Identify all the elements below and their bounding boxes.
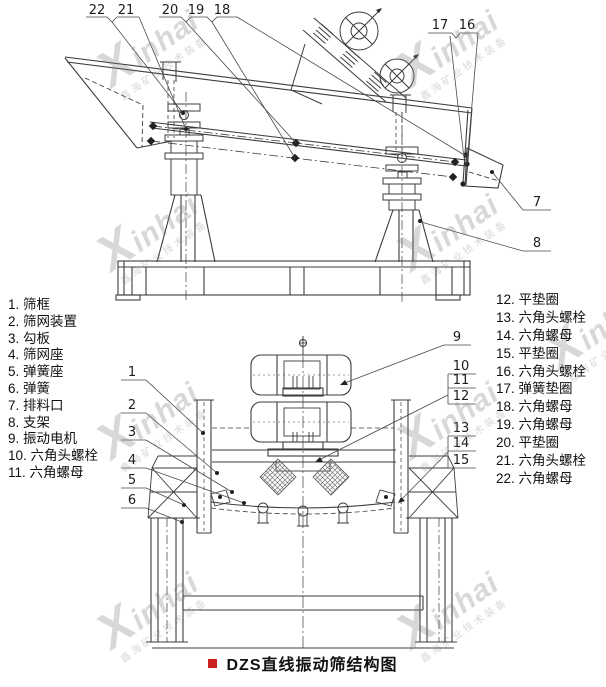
callout-22: 22 bbox=[89, 3, 106, 18]
callout-6: 6 bbox=[128, 493, 136, 508]
part-item: 21. 六角头螺栓 bbox=[496, 453, 587, 469]
bottom-view: 1 2 3 4 5 6 9 10 11 12 13 14 15 bbox=[121, 330, 476, 650]
part-item: 22. 六角螺母 bbox=[496, 470, 573, 486]
support-pedestals bbox=[156, 92, 434, 302]
callout-2: 2 bbox=[128, 398, 136, 413]
callout-11: 11 bbox=[453, 373, 470, 388]
callout-3: 3 bbox=[128, 425, 136, 440]
part-item: 14. 六角螺母 bbox=[496, 327, 573, 343]
callout-leaders-bottom bbox=[121, 344, 476, 524]
callout-15: 15 bbox=[453, 453, 470, 468]
callout-numbers-top: 22 21 20 19 18 17 16 7 8 bbox=[89, 3, 541, 251]
part-item: 20. 平垫圈 bbox=[496, 435, 560, 451]
vibration-motors-front bbox=[250, 336, 352, 457]
part-item: 16. 六角头螺栓 bbox=[496, 363, 587, 379]
part-item: 18. 六角螺母 bbox=[496, 399, 573, 415]
base-legs bbox=[146, 518, 457, 643]
part-item: 3. 勾板 bbox=[8, 330, 51, 346]
caption-bullet-square bbox=[208, 658, 218, 668]
top-view: 22 21 20 19 18 17 16 7 8 bbox=[64, 3, 551, 302]
callout-10: 10 bbox=[453, 359, 470, 374]
callout-leaders-top bbox=[86, 16, 551, 252]
callout-13: 13 bbox=[453, 421, 470, 436]
part-item: 5. 弹簧座 bbox=[8, 364, 64, 380]
callout-21: 21 bbox=[118, 3, 135, 18]
callout-1: 1 bbox=[128, 365, 136, 380]
vibration-motors-side bbox=[290, 8, 419, 105]
callout-19: 19 bbox=[188, 3, 205, 18]
part-item: 2. 筛网装置 bbox=[8, 313, 78, 329]
part-item: 10. 六角头螺栓 bbox=[8, 448, 99, 464]
screen-side-plates bbox=[194, 399, 411, 534]
callout-5: 5 bbox=[128, 473, 136, 488]
part-item: 11. 六角螺母 bbox=[8, 464, 84, 480]
part-item: 6. 弹簧 bbox=[8, 380, 51, 396]
screen-mesh bbox=[259, 458, 350, 496]
part-item: 19. 六角螺母 bbox=[496, 417, 573, 433]
bottom-hopper bbox=[152, 595, 454, 649]
part-item: 13. 六角头螺栓 bbox=[496, 309, 587, 325]
callout-17: 17 bbox=[432, 18, 449, 33]
callout-18: 18 bbox=[214, 3, 231, 18]
callout-8: 8 bbox=[533, 236, 541, 251]
part-item: 12. 平垫圈 bbox=[496, 292, 560, 307]
screen-deck-front bbox=[210, 489, 396, 527]
screen-body bbox=[64, 56, 473, 187]
motor-beam bbox=[212, 427, 396, 472]
parts-list-left: 1. 筛框 2. 筛网装置 3. 勾板 4. 筛网座 5. 弹簧座 6. 弹簧 … bbox=[8, 297, 98, 482]
part-item: 8. 支架 bbox=[8, 414, 51, 430]
callout-20: 20 bbox=[162, 3, 179, 18]
spring-seat-brackets bbox=[147, 455, 459, 519]
part-item: 9. 振动电机 bbox=[8, 431, 78, 447]
figure-caption: DZS直线振动筛结构图 bbox=[0, 651, 606, 675]
part-item: 7. 排料口 bbox=[8, 397, 64, 413]
parts-list-right: 12. 平垫圈 13. 六角头螺栓 14. 六角螺母 15. 平垫圈 16. 六… bbox=[496, 291, 586, 488]
callout-12: 12 bbox=[453, 389, 470, 404]
callout-14: 14 bbox=[453, 436, 470, 451]
caption-text: DZS直线振动筛结构图 bbox=[226, 657, 398, 674]
callout-numbers-bottom: 1 2 3 4 5 6 9 10 11 12 13 14 15 bbox=[128, 330, 469, 508]
part-item: 15. 平垫圈 bbox=[496, 345, 560, 361]
callout-16: 16 bbox=[459, 18, 476, 33]
part-item: 4. 筛网座 bbox=[8, 347, 64, 363]
part-item: 1. 筛框 bbox=[8, 297, 51, 312]
callout-9: 9 bbox=[453, 330, 461, 345]
callout-4: 4 bbox=[128, 453, 136, 468]
discharge-chute bbox=[464, 147, 504, 189]
part-item: 17. 弹簧垫圈 bbox=[496, 381, 573, 397]
callout-7: 7 bbox=[533, 195, 541, 210]
base-frame bbox=[115, 260, 471, 301]
